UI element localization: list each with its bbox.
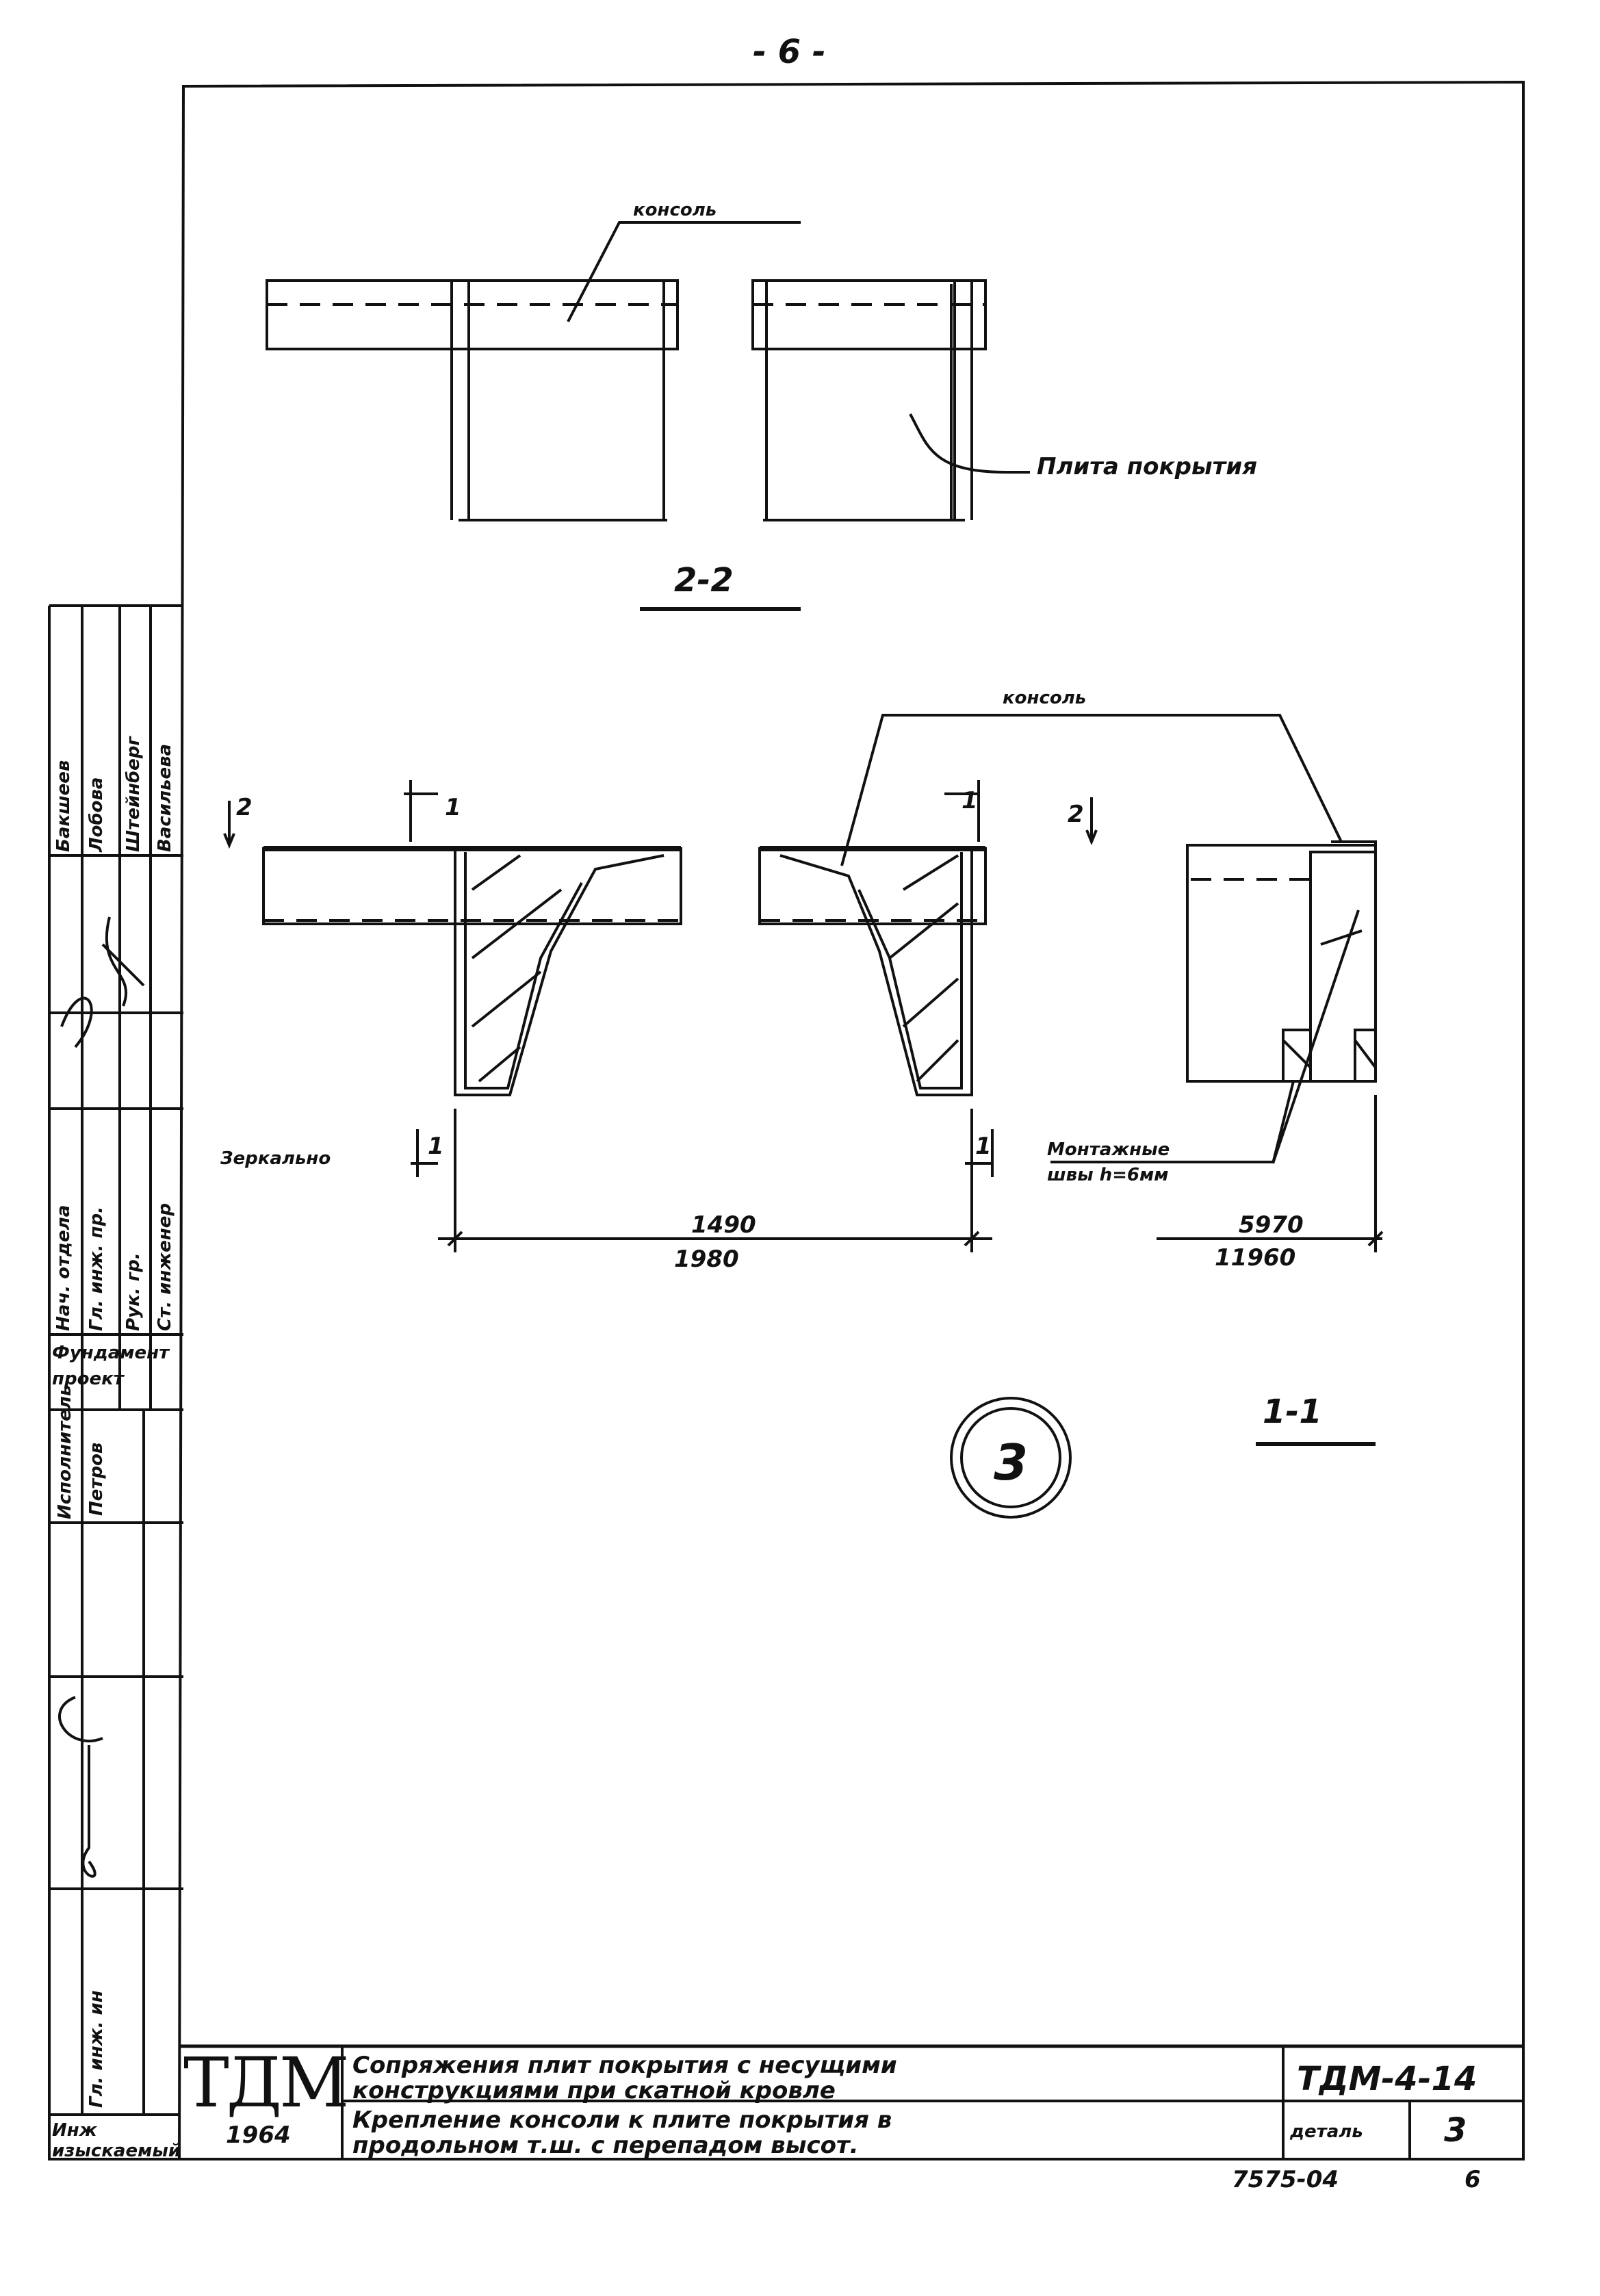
dim-top: 1490 [691, 1211, 756, 1239]
dim-bottom: 1980 [674, 1246, 739, 1273]
welds-sub-size: =6мм [1112, 1165, 1169, 1185]
cut-2-right: 2 [1068, 801, 1084, 828]
console-label-main: консоль [1003, 688, 1087, 708]
cut-1-right: 1 [962, 787, 978, 814]
sidebar-role-1: Нач. отдела [53, 1204, 74, 1331]
mirror-label: Зеркально [220, 1148, 331, 1169]
title-line-1: Сопряжения плит покрытия с несущими [352, 2052, 897, 2079]
signatures [58, 916, 145, 1878]
detail-label: деталь [1290, 2121, 1363, 2142]
welds-sub-text: швы h [1047, 1165, 1113, 1185]
title-line-2: конструкциями при скатной кровле [352, 2077, 836, 2104]
console-label-top: консоль [633, 200, 717, 220]
sidebar-name-1: Бакшеев [53, 760, 74, 852]
brand-logo: ТДМ [183, 2043, 349, 2123]
section-main [223, 714, 1384, 1446]
sidebar-stamp [48, 604, 183, 2160]
doc-number: 7575-04 [1232, 2166, 1339, 2193]
sidebar-org-1: Фундамент [52, 1343, 170, 1363]
welds-sub: швы h=6мм [1047, 1165, 1169, 1185]
detail-circle-outer [950, 1397, 1072, 1519]
cut-1-bottom-right: 1 [975, 1133, 992, 1160]
section-1-1-label: 1-1 [1263, 1393, 1322, 1431]
sidebar-approver-role: Исполнитель [55, 1384, 75, 1519]
cut-2-left: 2 [236, 794, 253, 821]
sidebar-name-4: Васильева [155, 743, 175, 852]
detail-value: 3 [1444, 2111, 1467, 2150]
sidebar-role-4: Ст. инженер [155, 1203, 175, 1331]
dim-right-top: 5970 [1239, 1211, 1304, 1239]
sidebar-chief-role: Гл. инж. ин [86, 1990, 107, 2108]
title-year: 1964 [226, 2121, 291, 2149]
dim-right-bottom: 11960 [1215, 1244, 1296, 1272]
sidebar-name-3: Штейнберг [123, 736, 144, 852]
sheet-number: 6 [1464, 2166, 1481, 2193]
sidebar-inst-1: Инж [52, 2120, 97, 2141]
detail-circle-inner [960, 1407, 1061, 1508]
sidebar-inst-2: изыскаемый [52, 2141, 181, 2161]
cut-1-bottom-left: 1 [428, 1133, 444, 1160]
page-number: - 6 - [753, 33, 826, 71]
section-2-2-label: 2-2 [674, 561, 734, 599]
sidebar-org-2: проект [52, 1369, 124, 1389]
title-line-4: продольном т.ш. с перепадом высот. [352, 2132, 859, 2159]
section-2-2 [266, 221, 1030, 611]
frame-border [177, 80, 1525, 2160]
sidebar-approver-name: Петров [86, 1442, 107, 1516]
sidebar-role-2: Гл. инж. пр. [86, 1207, 107, 1331]
sidebar-name-2: Лобова [86, 777, 107, 852]
title-line-3: Крепление консоли к плите покрытия в [352, 2106, 892, 2134]
detail-number: 3 [994, 1434, 1029, 1491]
sidebar-role-3: Рук. гр. [123, 1252, 144, 1331]
welds-label: Монтажные [1047, 1139, 1170, 1160]
plate-label: Плита покрытия [1037, 453, 1258, 480]
cut-1-left: 1 [445, 794, 461, 821]
title-code: ТДМ-4-14 [1297, 2060, 1478, 2098]
